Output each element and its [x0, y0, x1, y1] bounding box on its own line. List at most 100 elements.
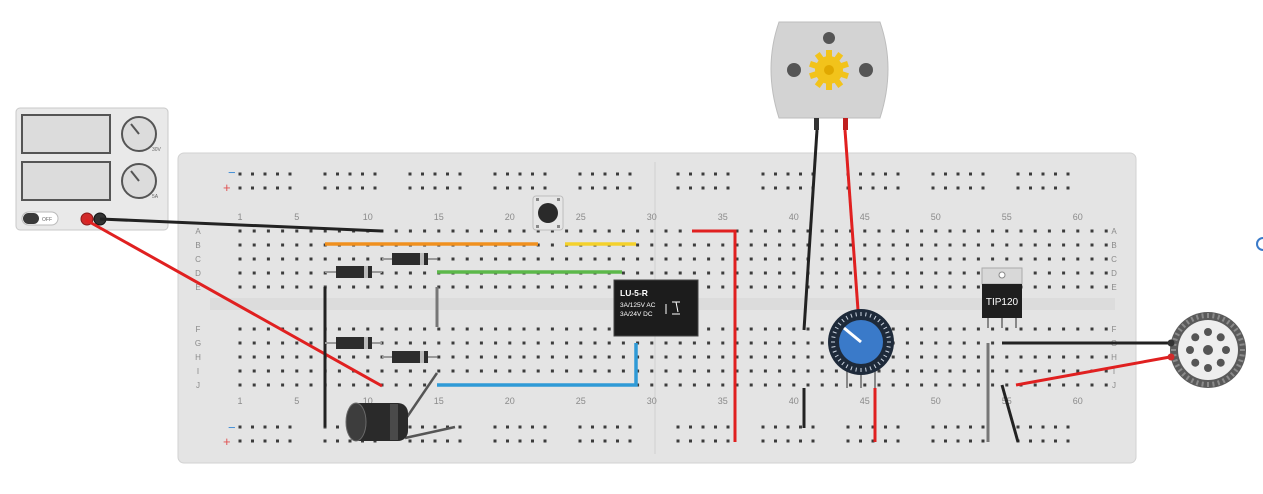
- rail-hole[interactable]: [774, 186, 777, 190]
- hole[interactable]: [423, 383, 427, 387]
- hole[interactable]: [522, 257, 526, 261]
- hole[interactable]: [550, 369, 554, 373]
- hole[interactable]: [707, 383, 711, 387]
- hole[interactable]: [494, 229, 498, 233]
- hole[interactable]: [991, 229, 995, 233]
- rail-hole[interactable]: [591, 425, 594, 429]
- hole[interactable]: [806, 327, 810, 331]
- hole[interactable]: [891, 271, 895, 275]
- rail-hole[interactable]: [446, 425, 449, 429]
- rail-hole[interactable]: [361, 172, 364, 176]
- hole[interactable]: [1047, 369, 1051, 373]
- rail-hole[interactable]: [676, 186, 680, 190]
- hole[interactable]: [1076, 355, 1080, 359]
- rail-hole[interactable]: [361, 186, 364, 190]
- hole[interactable]: [337, 257, 341, 261]
- hole[interactable]: [877, 271, 881, 275]
- hole[interactable]: [380, 285, 384, 289]
- hole[interactable]: [636, 257, 640, 261]
- rail-hole[interactable]: [578, 172, 582, 176]
- hole[interactable]: [621, 271, 625, 275]
- hole[interactable]: [962, 369, 966, 373]
- hole[interactable]: [295, 243, 299, 247]
- hole[interactable]: [281, 355, 285, 359]
- hole[interactable]: [607, 229, 611, 233]
- hole[interactable]: [309, 327, 313, 331]
- rail-hole[interactable]: [871, 172, 875, 176]
- hole[interactable]: [295, 341, 299, 345]
- hole[interactable]: [707, 243, 711, 247]
- rail-hole[interactable]: [543, 425, 547, 429]
- hole[interactable]: [834, 383, 838, 387]
- hole[interactable]: [976, 327, 980, 331]
- hole[interactable]: [834, 257, 838, 261]
- hole[interactable]: [1033, 229, 1037, 233]
- hole[interactable]: [451, 229, 455, 233]
- hole[interactable]: [1019, 355, 1023, 359]
- hole[interactable]: [323, 229, 327, 233]
- hole[interactable]: [806, 229, 810, 233]
- hole[interactable]: [650, 271, 654, 275]
- hole[interactable]: [380, 369, 384, 373]
- hole[interactable]: [252, 257, 256, 261]
- rail-hole[interactable]: [799, 439, 802, 443]
- hole[interactable]: [920, 383, 924, 387]
- rail-hole[interactable]: [518, 186, 522, 190]
- rail-hole[interactable]: [616, 425, 619, 429]
- hole[interactable]: [877, 369, 881, 373]
- wire-motor-red[interactable]: [843, 129, 860, 311]
- hole[interactable]: [778, 243, 782, 247]
- hole[interactable]: [366, 285, 370, 289]
- hole[interactable]: [494, 369, 498, 373]
- rail-hole[interactable]: [506, 425, 509, 429]
- hole[interactable]: [778, 285, 782, 289]
- hole[interactable]: [479, 355, 483, 359]
- hole[interactable]: [991, 243, 995, 247]
- hole[interactable]: [934, 327, 938, 331]
- hole[interactable]: [763, 341, 767, 345]
- hole[interactable]: [1047, 257, 1051, 261]
- rail-hole[interactable]: [846, 439, 850, 443]
- hole[interactable]: [976, 369, 980, 373]
- rail-hole[interactable]: [408, 439, 412, 443]
- hole[interactable]: [437, 229, 441, 233]
- hole[interactable]: [352, 383, 356, 387]
- hole[interactable]: [650, 229, 654, 233]
- hole[interactable]: [920, 341, 924, 345]
- hole[interactable]: [593, 285, 597, 289]
- hole[interactable]: [834, 285, 838, 289]
- rail-hole[interactable]: [799, 172, 802, 176]
- rail-hole[interactable]: [446, 172, 449, 176]
- rail-hole[interactable]: [628, 425, 632, 429]
- rail-hole[interactable]: [714, 186, 717, 190]
- hole[interactable]: [536, 341, 540, 345]
- hole[interactable]: [991, 257, 995, 261]
- hole[interactable]: [437, 257, 441, 261]
- rail-hole[interactable]: [956, 425, 960, 429]
- hole[interactable]: [1062, 243, 1066, 247]
- hole[interactable]: [394, 369, 398, 373]
- hole[interactable]: [479, 327, 483, 331]
- hole[interactable]: [778, 383, 782, 387]
- hole[interactable]: [650, 355, 654, 359]
- hole[interactable]: [991, 383, 995, 387]
- hole[interactable]: [664, 355, 668, 359]
- hole[interactable]: [920, 271, 924, 275]
- hole[interactable]: [1076, 383, 1080, 387]
- rail-hole[interactable]: [799, 186, 802, 190]
- rail-hole[interactable]: [506, 172, 509, 176]
- rail-hole[interactable]: [578, 186, 582, 190]
- rail-hole[interactable]: [1066, 172, 1070, 176]
- rail-hole[interactable]: [238, 439, 242, 443]
- hole[interactable]: [905, 327, 909, 331]
- hole[interactable]: [408, 229, 412, 233]
- rail-hole[interactable]: [323, 439, 327, 443]
- hole[interactable]: [650, 257, 654, 261]
- hole[interactable]: [1033, 243, 1037, 247]
- hole[interactable]: [806, 383, 810, 387]
- diode-3[interactable]: [325, 337, 382, 349]
- hole[interactable]: [877, 257, 881, 261]
- rail-hole[interactable]: [981, 439, 985, 443]
- hole[interactable]: [451, 285, 455, 289]
- hole[interactable]: [763, 355, 767, 359]
